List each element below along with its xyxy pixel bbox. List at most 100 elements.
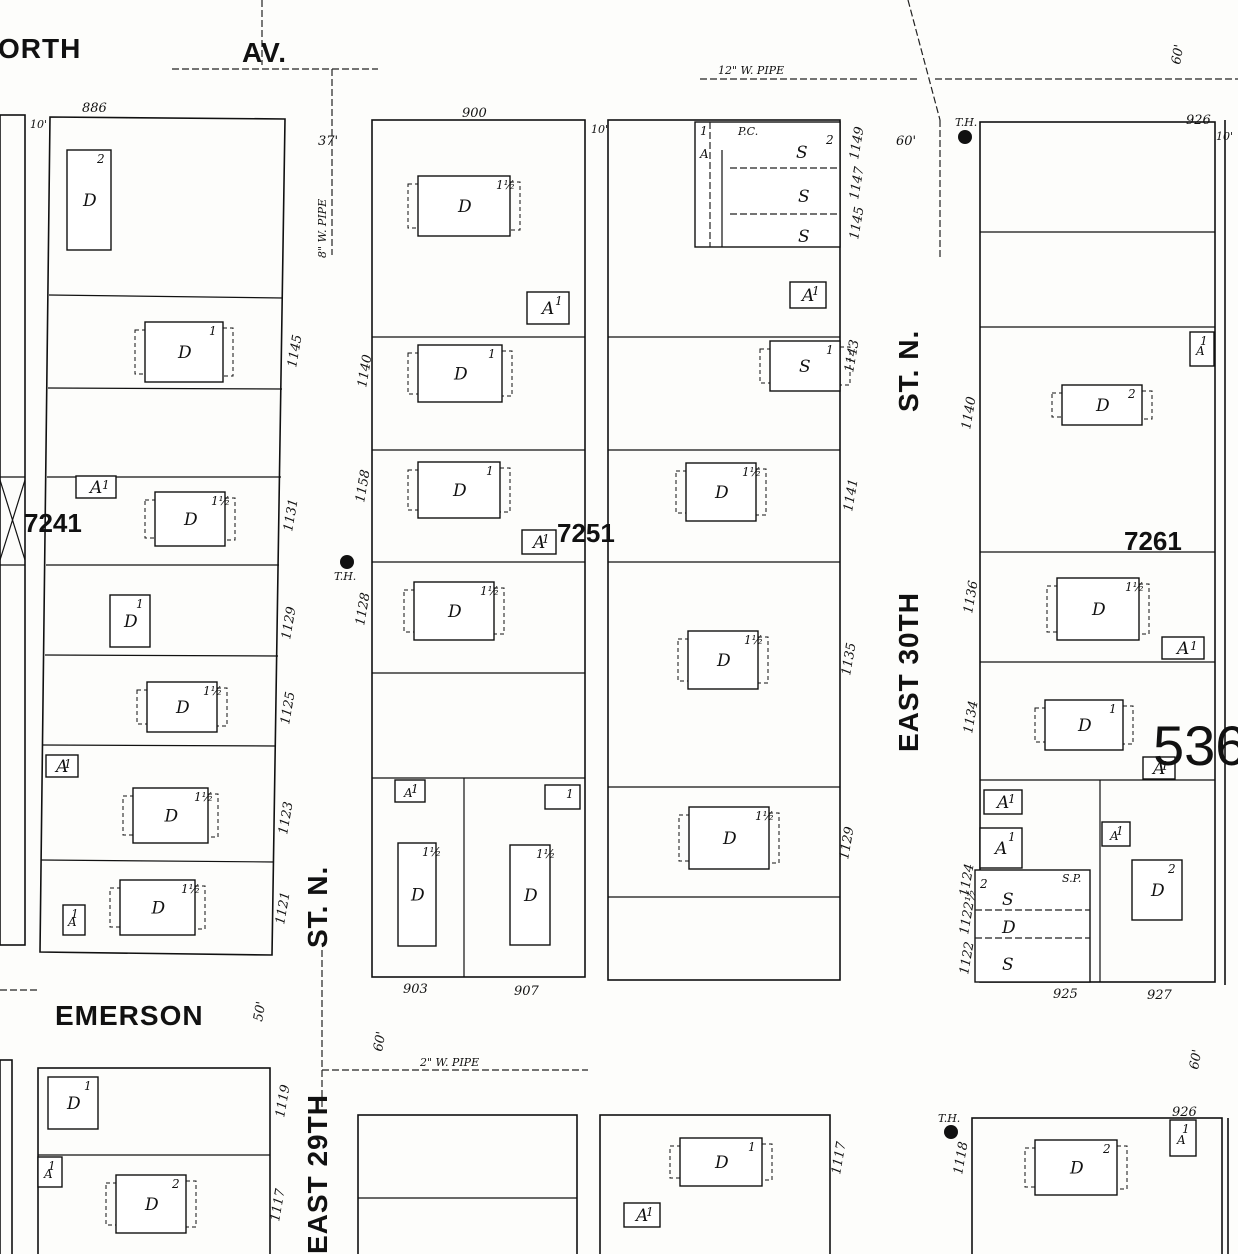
building-outline	[37, 1156, 63, 1188]
stories-label: 1	[48, 1159, 56, 1173]
building-outline	[687, 630, 759, 690]
porch	[407, 469, 419, 511]
stories-label: 1	[1200, 334, 1208, 348]
pipe-label: 12" W. PIPE	[718, 64, 784, 77]
building: D1	[669, 1137, 773, 1187]
building-outline	[75, 475, 117, 499]
alley-width: 10'	[591, 123, 608, 136]
porch	[761, 1143, 773, 1181]
building-outline	[509, 844, 551, 946]
hydrant-icon	[944, 1125, 958, 1139]
building-outline	[623, 1202, 661, 1228]
stories-label: 1	[209, 324, 217, 338]
address: 1129	[279, 605, 300, 640]
building-type-label: A	[993, 839, 1007, 859]
porch	[1141, 390, 1153, 420]
porch	[839, 346, 851, 386]
building-outline	[119, 879, 196, 936]
stories-label: 1½	[203, 684, 222, 698]
building: A1	[979, 827, 1023, 869]
building: D1	[109, 594, 151, 648]
auto-label: A	[699, 147, 709, 161]
porch	[669, 1145, 681, 1179]
address: 1135	[839, 641, 860, 676]
building-outline	[154, 491, 226, 547]
building: D1½	[1046, 577, 1150, 641]
address: 1119	[273, 1083, 294, 1118]
building-outline	[146, 681, 218, 733]
building-type-label: A	[531, 533, 545, 553]
porch	[407, 352, 419, 395]
building: D1	[134, 321, 234, 383]
building: D1	[407, 461, 511, 519]
building-outline	[526, 291, 570, 325]
porch	[122, 795, 134, 836]
porch	[678, 814, 690, 862]
porch	[509, 181, 521, 231]
address: 886	[82, 101, 107, 116]
porch	[222, 327, 234, 377]
building: D1½	[109, 879, 206, 936]
building-outline	[1169, 1119, 1197, 1157]
street-width: 50'	[251, 1000, 269, 1022]
address: 903	[403, 982, 428, 997]
street-north-av-suffix: AV.	[242, 37, 287, 68]
building-type-label: S	[799, 357, 811, 377]
building: D1½	[122, 787, 219, 844]
street-emerson: EMERSON	[55, 1000, 204, 1031]
porch	[224, 497, 236, 541]
building: D1½	[403, 581, 505, 641]
stories-label: 1	[1109, 702, 1117, 716]
stories-label: 1½	[744, 633, 763, 647]
address: 1136	[961, 579, 982, 614]
water-pipes	[0, 0, 1238, 1110]
building: A1	[521, 529, 557, 555]
hydrant-icon	[340, 555, 354, 569]
building-outline	[1061, 384, 1143, 426]
building-type-label: A	[403, 786, 413, 800]
building-outline	[679, 1137, 763, 1187]
building: D1½	[136, 681, 228, 733]
building-outline	[66, 149, 112, 251]
address: 1117	[829, 1140, 850, 1176]
porch	[105, 1182, 117, 1226]
building-type-label: D	[716, 651, 731, 671]
building-outline	[394, 779, 426, 803]
building-outline	[983, 789, 1023, 815]
building: D1½	[509, 844, 555, 946]
address: 1122	[957, 940, 978, 975]
porch	[1034, 707, 1046, 743]
building: S1	[759, 340, 851, 392]
building-type-label: D	[66, 1094, 81, 1114]
stories-label: 1½	[755, 809, 774, 823]
stories-label: 1	[700, 124, 708, 138]
alley-width: 10'	[1216, 130, 1233, 143]
block-number: 7251	[557, 518, 615, 548]
hydrant-label: T.H.	[938, 1112, 960, 1125]
building-type-label: D	[722, 829, 737, 849]
building-outline	[397, 842, 437, 947]
address: 926	[1186, 113, 1211, 128]
building-type-label: D	[1095, 396, 1110, 416]
building: D1½	[675, 462, 767, 522]
address: 900	[462, 106, 487, 121]
porch	[677, 638, 689, 682]
stories-label: 1	[136, 597, 144, 611]
address: 1131	[281, 497, 302, 532]
stories-label: 1	[411, 782, 419, 796]
porch	[144, 499, 156, 539]
building-type-label: D	[164, 807, 179, 827]
porch	[1051, 392, 1063, 418]
building-outline	[521, 529, 557, 555]
building-outline	[1161, 636, 1205, 660]
building-type-label: D	[144, 1195, 159, 1215]
building-type-label: A	[54, 757, 68, 777]
building-type-label: D	[123, 612, 138, 632]
stories-label: 2	[979, 877, 988, 891]
porch	[194, 885, 206, 930]
stories-label: 2	[1167, 862, 1176, 876]
store-label: S	[798, 227, 810, 247]
block-number: 7241	[24, 508, 82, 538]
